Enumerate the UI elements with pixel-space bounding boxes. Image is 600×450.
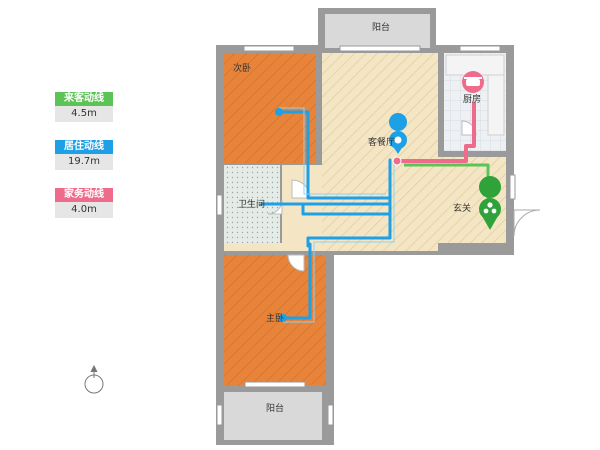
window-balcony-right <box>327 404 334 426</box>
balcony-top-floor <box>325 14 430 48</box>
window-bathroom <box>216 194 223 216</box>
label-second-bedroom: 次卧 <box>233 62 251 74</box>
window-kitchen <box>459 45 501 52</box>
window-master-bedroom <box>244 381 306 388</box>
compass-icon <box>84 364 104 394</box>
legend-label: 居住动线 <box>55 140 113 154</box>
door-master-bedroom <box>287 254 305 272</box>
legend-living-route: 居住动线 19.7m <box>55 140 113 170</box>
legend-value: 19.7m <box>55 154 113 170</box>
route-second-bedroom <box>277 110 392 200</box>
window-second-bedroom <box>243 45 295 52</box>
legend-label: 家务动线 <box>55 188 113 202</box>
kitchen-counter-side <box>487 74 505 136</box>
legend-value: 4.0m <box>55 202 113 218</box>
route-endpoint-second-bedroom <box>275 108 283 116</box>
label-balcony-bottom: 阳台 <box>266 402 284 414</box>
label-entrance: 玄关 <box>453 202 471 214</box>
legend-label: 来客动线 <box>55 92 113 106</box>
window-entrance <box>509 174 516 200</box>
label-kitchen: 厨房 <box>463 93 481 105</box>
legend-housework-route: 家务动线 4.0m <box>55 188 113 218</box>
hallway-strip <box>224 243 322 251</box>
route-endpoint-master-bedroom <box>279 314 287 322</box>
label-balcony-top: 阳台 <box>372 21 390 33</box>
label-master-bedroom: 主卧 <box>266 312 284 324</box>
balcony-bottom-floor <box>224 392 322 440</box>
entry-person-icon <box>479 176 502 230</box>
legend-guest-route: 来客动线 4.5m <box>55 92 113 122</box>
window-living <box>339 45 421 52</box>
kitchen-pot-icon <box>462 71 484 93</box>
label-bathroom: 卫生间 <box>238 198 265 210</box>
route-master-bedroom <box>281 242 312 320</box>
route-bathroom-lower <box>301 204 392 216</box>
label-living-dining: 客餐厅 <box>368 136 395 148</box>
route-hub-dot <box>392 156 402 166</box>
entrance-door <box>513 209 541 237</box>
window-balcony-left <box>216 404 223 426</box>
legend-value: 4.5m <box>55 106 113 122</box>
living-route-outline <box>279 107 395 323</box>
route-living <box>306 158 392 248</box>
housework-route <box>396 102 476 163</box>
living-route <box>260 110 392 320</box>
location-pin-icon <box>389 113 408 154</box>
